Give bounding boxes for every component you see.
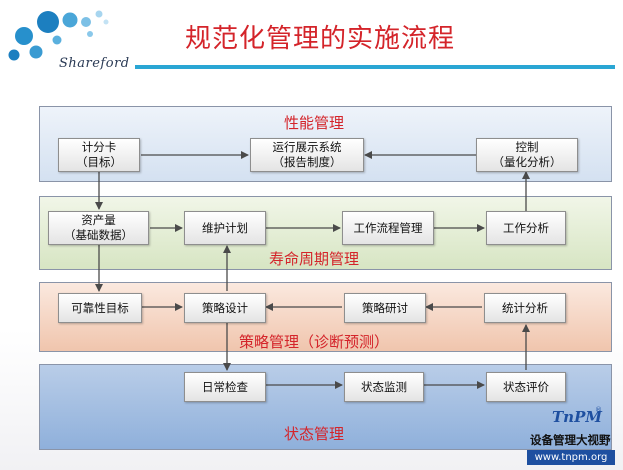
box-monitoring: 状态监测 <box>344 372 424 402</box>
band-title-lifecycle: 寿命周期管理 <box>268 250 359 268</box>
box-work-analysis: 工作分析 <box>486 211 566 245</box>
box-control: 控制 （量化分析） <box>476 138 578 172</box>
brand-url-link[interactable]: www.tnpm.org <box>527 450 615 465</box>
box-display-system: 运行展示系统 （报告制度） <box>250 138 364 172</box>
registered-mark: ® <box>595 406 602 414</box>
box-maintenance-plan: 维护计划 <box>184 211 266 245</box>
page-title: 规范化管理的实施流程 <box>184 24 455 54</box>
box-scorecard: 计分卡 （目标） <box>58 138 140 172</box>
box-statistics: 统计分析 <box>484 293 566 323</box>
band-title-state: 状态管理 <box>283 425 344 443</box>
box-assets: 资产量 （基础数据） <box>48 211 149 245</box>
band-title-performance: 性能管理 <box>283 114 344 132</box>
logo-text: Shareford <box>59 56 130 71</box>
box-strategy-design: 策略设计 <box>184 293 266 323</box>
brand-chinese-name: 设备管理大视野 <box>530 433 611 447</box>
box-daily-check: 日常检查 <box>184 372 266 402</box>
box-strategy-research: 策略研讨 <box>344 293 426 323</box>
tnpm-logo-text: TnPM <box>552 408 602 426</box>
band-title-strategy: 策略管理（诊断预测） <box>238 333 389 351</box>
box-evaluation: 状态评价 <box>486 372 566 402</box>
box-workflow: 工作流程管理 <box>342 211 434 245</box>
title-underline <box>135 65 615 69</box>
box-reliability: 可靠性目标 <box>58 293 142 323</box>
shareford-logo-icon <box>8 10 109 61</box>
